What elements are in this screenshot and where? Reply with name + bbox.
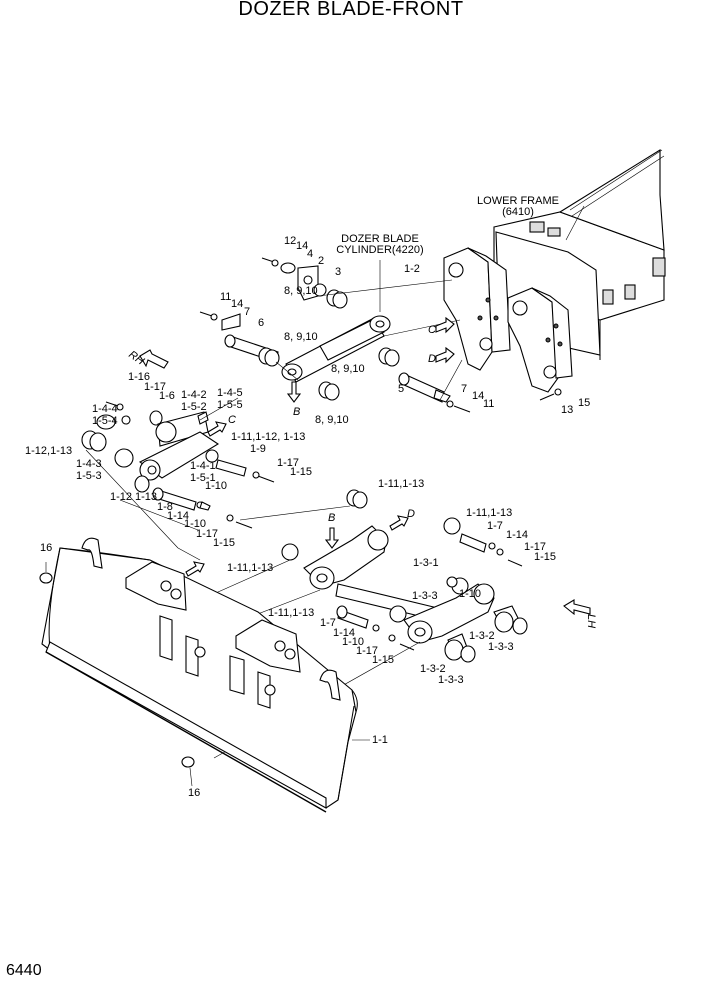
callout-c38: 1-15 xyxy=(290,466,312,478)
callout-c23: 1-6 xyxy=(159,390,175,402)
callout-c21: 1-16 xyxy=(128,371,150,383)
callout-c66: 1-3-2 xyxy=(420,663,446,675)
callout-c51: 1-14 xyxy=(506,529,528,541)
direction-letters: B C D C B D RH LH xyxy=(126,324,597,628)
callout-c33: 1-4-3 xyxy=(76,458,102,470)
callout-c15: 5 xyxy=(398,383,404,395)
callout-c18: 11 xyxy=(483,398,494,410)
callout-c8: 14 xyxy=(231,298,243,310)
callout-c49: 1-11,1-13 xyxy=(466,507,512,519)
callout-c41: 1-13 xyxy=(135,491,157,503)
callout-c25: 1-5-4 xyxy=(92,415,118,427)
callout-c40: 1-12 xyxy=(110,491,132,503)
callout-c27: 1-5-2 xyxy=(181,401,207,413)
direction-arrow-rh: RH xyxy=(126,349,146,368)
direction-arrow-d2: D xyxy=(407,508,415,520)
callout-c28: 1-4-5 xyxy=(217,387,243,399)
callout-c29: 1-5-5 xyxy=(217,399,243,411)
callout-c64: 1-3-2 xyxy=(469,630,495,642)
callout-c43: 1-14 xyxy=(167,510,189,522)
callout-c10: 6 xyxy=(258,317,264,329)
callout-c59: 1-7 xyxy=(320,617,336,629)
direction-arrow-c1: C xyxy=(428,324,436,336)
callout-c32: 1-9 xyxy=(250,443,266,455)
callout-c24: 1-4-4 xyxy=(92,403,118,415)
callout-c53: 1-15 xyxy=(534,551,556,563)
callout-c5: 3 xyxy=(335,266,341,278)
callout-c35: 1-4-1 xyxy=(190,460,216,472)
callout-c7: 11 xyxy=(220,291,231,303)
page-number: 6440 xyxy=(6,962,42,979)
callout-c50: 1-7 xyxy=(487,520,503,532)
callout-lower-frame: LOWER FRAME xyxy=(477,195,559,207)
callout-lower-frame: (6410) xyxy=(502,206,534,218)
callout-dozer-blade-cylinder: DOZER BLADE xyxy=(341,233,419,245)
callout-c9: 7 xyxy=(244,306,250,318)
callout-c62: 1-17 xyxy=(356,645,378,657)
right-linkage xyxy=(281,489,528,663)
callout-c14: 8, 9,10 xyxy=(315,414,349,426)
callout-c2: 14 xyxy=(296,240,308,252)
callout-c3: 4 xyxy=(307,248,313,260)
direction-arrow-c2: C xyxy=(228,414,236,426)
callout-c17: 14 xyxy=(472,390,484,402)
left-linkage xyxy=(81,401,275,529)
callout-c44: 1-10 xyxy=(184,518,206,530)
callout-c31: 1-12,1-13 xyxy=(25,445,72,457)
callout-c65: 1-3-3 xyxy=(488,641,514,653)
callout-c46: 1-15 xyxy=(213,537,235,549)
callout-c30: 1-11,1-12, 1-13 xyxy=(231,431,305,443)
callout-c52: 1-17 xyxy=(524,541,546,553)
callout-c6: 1-2 xyxy=(404,263,420,275)
callout-c42: 1-8 xyxy=(157,501,173,513)
callout-dozer-blade-cylinder: CYLINDER(4220) xyxy=(336,244,423,256)
callout-labels: LOWER FRAME(6410) DOZER BLADECYLINDER(422… xyxy=(25,195,590,799)
leader-lines-top xyxy=(275,279,463,401)
callout-c12: 8, 9,10 xyxy=(284,331,318,343)
callout-c19: 13 xyxy=(561,404,573,416)
callout-c63: 1-15 xyxy=(372,654,394,666)
callout-c22: 1-17 xyxy=(144,381,166,393)
callout-c57: 1-10 xyxy=(459,588,481,600)
callout-c56: 1-3-3 xyxy=(412,590,438,602)
callout-c60: 1-14 xyxy=(333,627,355,639)
lower-frame xyxy=(493,149,666,360)
callout-c68: 1-1 xyxy=(372,734,388,746)
callout-c36: 1-5-1 xyxy=(190,472,216,484)
callout-c47: 16 xyxy=(40,542,52,554)
callout-c45: 1-17 xyxy=(196,528,218,540)
callout-c48: 1-11,1-13 xyxy=(378,478,424,490)
callout-c69: 16 xyxy=(188,787,200,799)
bracket-1-2 xyxy=(443,247,573,393)
direction-arrows xyxy=(139,316,591,627)
top-small-parts xyxy=(199,257,562,413)
callout-c4: 2 xyxy=(318,255,324,267)
direction-arrow-b2: B xyxy=(328,512,335,524)
callout-c54: 1-11,1-13 xyxy=(227,562,273,574)
dozer-blade xyxy=(39,537,370,813)
callout-c26: 1-4-2 xyxy=(181,389,207,401)
callout-c1: 12 xyxy=(284,235,296,247)
callout-c16: 7 xyxy=(461,383,467,395)
direction-arrow-lh: LH xyxy=(585,614,597,628)
direction-arrow-d1: D xyxy=(428,353,436,365)
leader-lines-left xyxy=(85,397,239,561)
callout-c67: 1-3-3 xyxy=(438,674,464,686)
callout-c61: 1-10 xyxy=(342,636,364,648)
callout-c13: 8, 9,10 xyxy=(331,363,365,375)
page-title: DOZER BLADE-FRONT xyxy=(238,0,464,20)
callout-c11: 8, 9,10 xyxy=(284,285,318,297)
callout-c55: 1-3-1 xyxy=(413,557,439,569)
callout-c37: 1-17 xyxy=(277,457,299,469)
direction-arrow-b1: B xyxy=(293,406,300,418)
callout-c39: 1-10 xyxy=(205,480,227,492)
callout-c58: 1-11,1-13 xyxy=(268,607,314,619)
callout-c34: 1-5-3 xyxy=(76,470,102,482)
callout-c20: 15 xyxy=(578,397,590,409)
